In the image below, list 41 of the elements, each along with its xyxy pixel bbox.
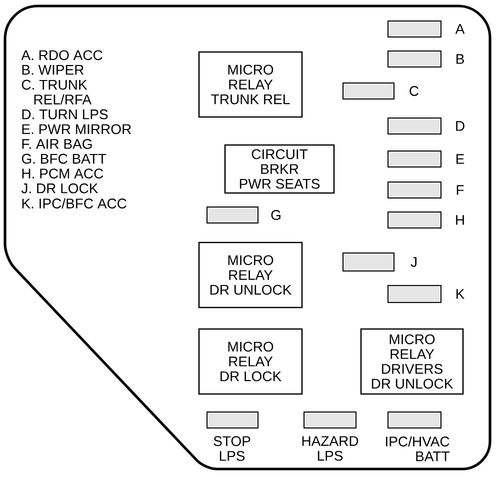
fuse-slot (342, 252, 394, 272)
fuse-slot (388, 285, 442, 303)
key-text: C. TRUNK REL/RFA (22, 80, 92, 104)
key-text: K. IPC/BFC ACC (22, 198, 126, 208)
relay-box: MICRO RELAY TRUNK REL (198, 51, 303, 118)
fuse-slot (388, 50, 442, 68)
key-text: B. WIPER (22, 65, 84, 75)
key-text: H. PCM ACC (22, 168, 104, 178)
relay-box: MICRO RELAY DR LOCK (198, 328, 303, 395)
fuse-label: J (410, 257, 416, 267)
fuse-label: IPC/HVAC BATT (386, 436, 450, 462)
fuse-slot (206, 412, 258, 428)
fuse-slot (388, 118, 442, 134)
fuse-label: H (456, 215, 464, 225)
key-text: E. PWR MIRROR (22, 124, 131, 134)
fuse-label: K (456, 289, 465, 299)
fuse-slot (388, 412, 442, 428)
fuse-slot (206, 206, 258, 224)
relay-box: MICRO RELAY DR UNLOCK (198, 242, 303, 308)
fuse-label: A (455, 24, 465, 34)
fuse-label: G (271, 210, 280, 220)
fuse-slot (388, 212, 442, 228)
fuse-label: D (456, 121, 464, 131)
fuse-label: F (456, 185, 464, 195)
fuse-label: HAZARD LPS (302, 436, 358, 461)
fuse-slot (388, 150, 442, 168)
fuse-slot (304, 412, 356, 428)
relay-box: MICRO RELAY DRIVERS DR UNLOCK (360, 328, 464, 395)
fuse-slot (388, 20, 442, 38)
fuse-label: STOP LPS (214, 436, 250, 461)
key-text: F. AIR BAG (22, 139, 92, 149)
fuse-slot (388, 182, 442, 198)
fuse-label: B (456, 54, 464, 64)
key-text: D. TURN LPS (22, 109, 108, 120)
fuse-label: E (456, 154, 464, 164)
circuit-breaker-box: CIRCUIT BRKR PWR SEATS (224, 144, 335, 194)
fuse-slot (342, 82, 394, 100)
key-text: G. BFC BATT (22, 154, 106, 164)
fuse-label: C (410, 86, 419, 96)
key-text: A. RDO ACC (21, 50, 102, 60)
key-text: J. DR LOCK (21, 183, 98, 194)
